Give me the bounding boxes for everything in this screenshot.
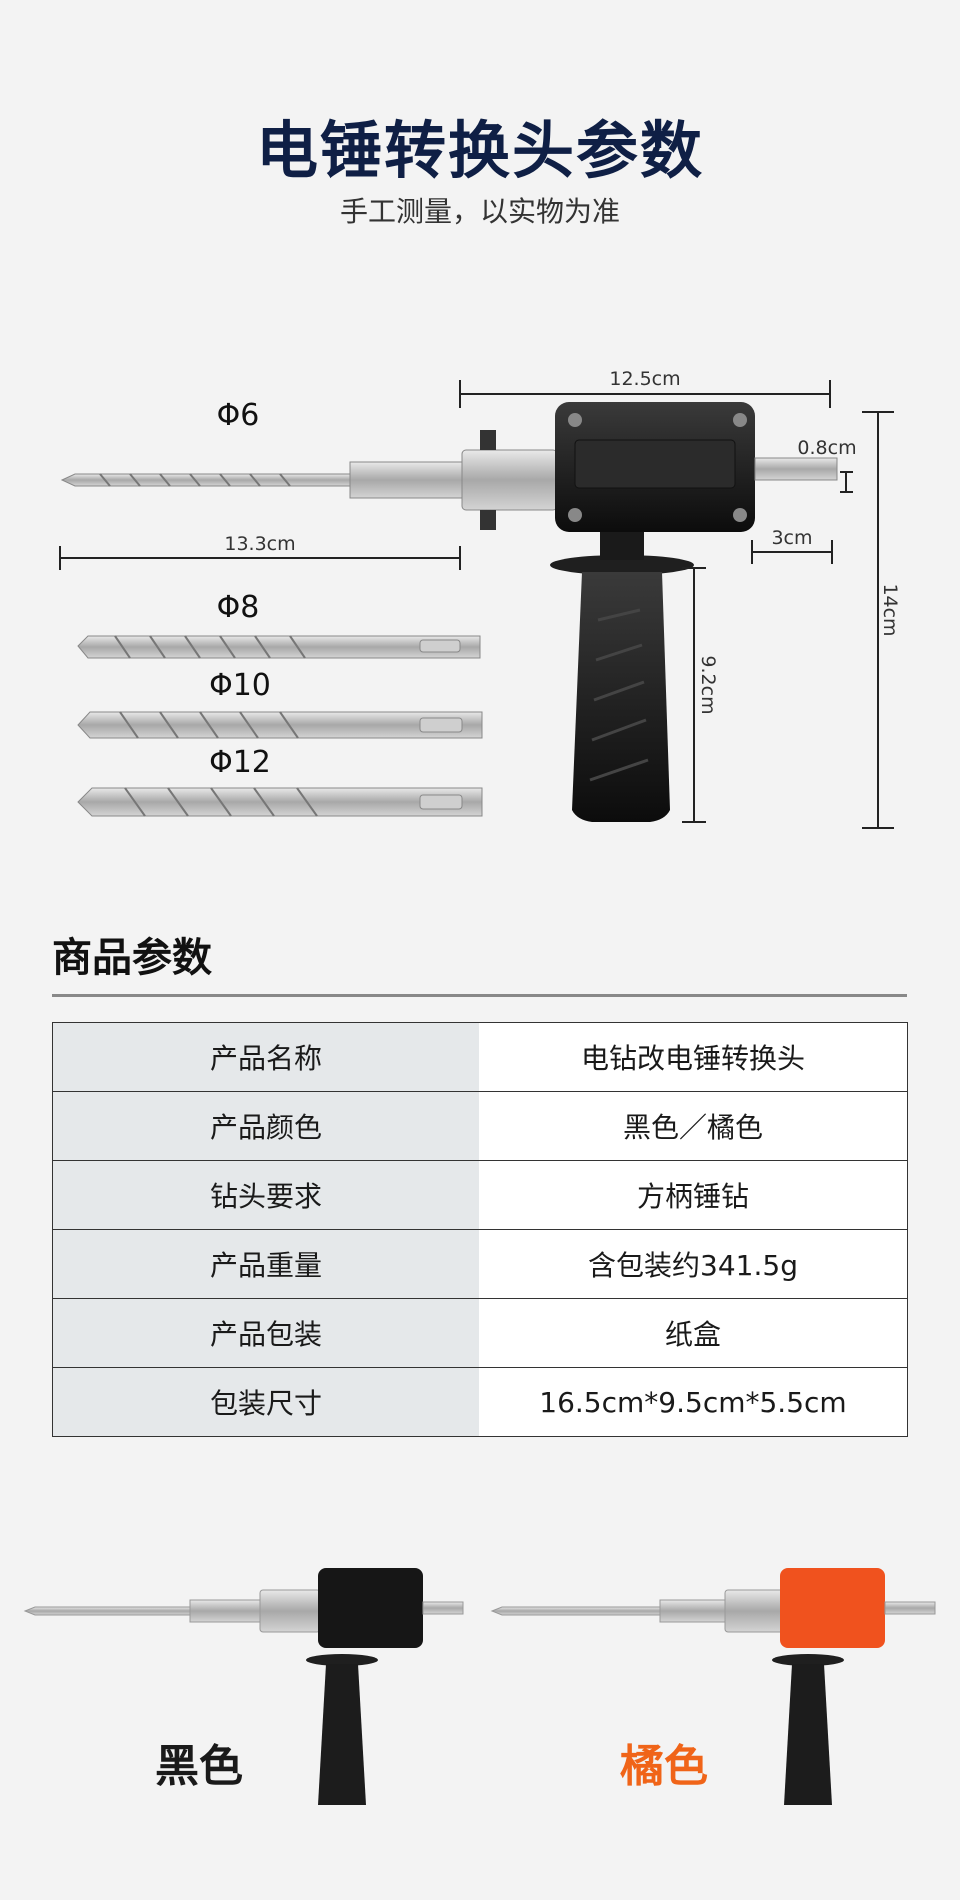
spec-value: 黑色／橘色	[479, 1091, 908, 1161]
drill-bit-12	[77, 787, 483, 817]
collar-screw-bottom	[480, 510, 496, 530]
drill-bit-label-6: Φ6	[217, 398, 260, 433]
dim-shaft-length: 13.3cm	[59, 533, 461, 570]
dim-shank-length-label: 3cm	[771, 527, 812, 549]
spec-value: 含包装约341.5g	[479, 1229, 908, 1299]
collar-screw-top	[480, 430, 496, 450]
dim-handle-length-label: 9.2cm	[697, 655, 719, 714]
spec-key: 产品包装	[52, 1298, 479, 1368]
variant-black-body	[318, 1568, 423, 1648]
dim-handle-length: 9.2cm	[682, 567, 719, 823]
page-title: 电锤转换头参数	[255, 114, 704, 187]
page-subtitle: 手工测量，以实物为准	[339, 195, 620, 228]
spec-value: 纸盒	[479, 1298, 908, 1368]
drill-bit-8	[77, 635, 481, 659]
dim-shank-length: 3cm	[751, 527, 833, 564]
table-row: 产品颜色 黑色／橘色	[52, 1091, 908, 1161]
dim-shank-diameter-label: 0.8cm	[797, 437, 856, 459]
variant-label-black: 黑色	[155, 1741, 243, 1792]
variant-label-orange: 橘色	[620, 1741, 708, 1792]
dim-shaft-length-label: 13.3cm	[224, 533, 295, 555]
table-row: 包装尺寸 16.5cm*9.5cm*5.5cm	[52, 1367, 908, 1437]
spec-key: 产品名称	[52, 1022, 479, 1092]
spec-value: 16.5cm*9.5cm*5.5cm	[479, 1367, 908, 1437]
dim-shank-diameter: 0.8cm	[797, 437, 857, 493]
spec-key: 包装尺寸	[52, 1367, 479, 1437]
handle	[550, 532, 694, 822]
variant-black-product	[23, 1568, 464, 1805]
drill-bit-label-8: Φ8	[217, 590, 260, 625]
drill-bit-label-10: Φ10	[209, 668, 271, 703]
dim-total-height-label: 14cm	[879, 583, 901, 636]
dim-body-length: 12.5cm	[459, 368, 831, 408]
dim-body-length-label: 12.5cm	[609, 368, 680, 390]
variant-orange-product	[490, 1568, 936, 1805]
spec-table: 产品名称 电钻改电锤转换头 产品颜色 黑色／橘色 钻头要求 方柄锤钻 产品重量 …	[52, 1022, 908, 1437]
spec-key: 产品颜色	[52, 1091, 479, 1161]
section-title: 商品参数	[52, 935, 212, 981]
drill-bit-10	[77, 711, 483, 739]
table-row: 产品名称 电钻改电锤转换头	[52, 1022, 908, 1092]
table-row: 钻头要求 方柄锤钻	[52, 1160, 908, 1230]
spec-value: 电钻改电锤转换头	[479, 1022, 908, 1092]
spec-key: 产品重量	[52, 1229, 479, 1299]
drill-bit-label-12: Φ12	[209, 745, 271, 780]
output-shank	[754, 457, 838, 481]
dim-total-height: 14cm	[862, 411, 901, 829]
variant-orange-body	[780, 1568, 885, 1648]
spec-value: 方柄锤钻	[479, 1160, 908, 1230]
dimension-diagram: 12.5cm Φ6 0.8cm 3cm 13.3cm	[59, 368, 901, 829]
spec-key: 钻头要求	[52, 1160, 479, 1230]
drill-bit-6	[60, 461, 463, 499]
table-row: 产品包装 纸盒	[52, 1298, 908, 1368]
adapter-collar	[461, 449, 558, 511]
color-variants	[23, 1568, 936, 1805]
table-row: 产品重量 含包装约341.5g	[52, 1229, 908, 1299]
section-divider	[52, 994, 907, 997]
